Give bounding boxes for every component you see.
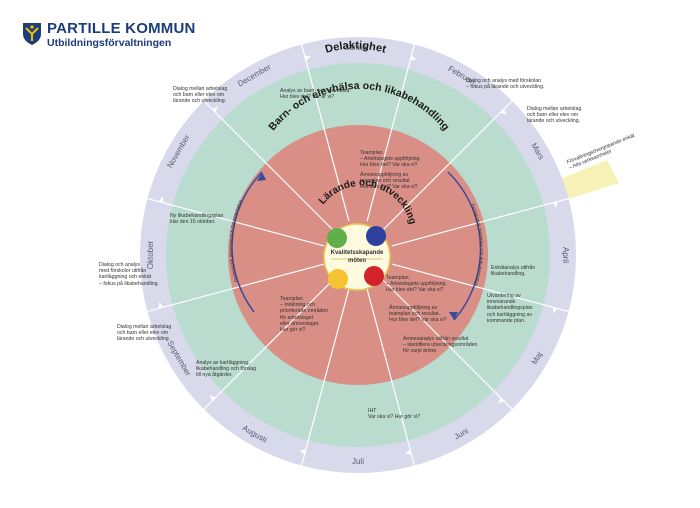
month-divider [203, 279, 334, 410]
month-divider [366, 288, 416, 466]
annotation-team4: Teamplan. – Arbetslagets uppföljning. Hu… [386, 275, 447, 294]
month-divider [391, 197, 569, 247]
annotation-team3: Teamplan. – Inriktning och prioriterade … [280, 296, 329, 334]
month-divider [203, 100, 334, 231]
month-dividers [147, 44, 569, 466]
month-divider [300, 288, 350, 466]
annotation-maj: Ämnesanalys utifrån resultat – identifie… [403, 336, 478, 355]
month-tick [500, 108, 507, 115]
annotation-dec: Dialog mellan arbetslag och barn eller e… [173, 86, 228, 105]
month-tick [552, 201, 558, 208]
annotation-team5: Ämnesuppföljning av teamplan och resulta… [389, 305, 447, 324]
annotation-jan-mid: Analys av barn- och elevhälsa Hur blev d… [280, 88, 350, 101]
annotation-feb1: Dialog och analys med förskolan – fokus … [466, 78, 545, 91]
month-tick [498, 397, 505, 404]
month-label: April [561, 247, 570, 263]
month-tick [304, 55, 311, 61]
annotation-sep: Dialog mellan arbetslag och barn eller e… [117, 324, 172, 343]
annotation-nov: Ny likabehandlingsplan klar den 15 oktob… [170, 213, 224, 226]
month-divider [391, 263, 569, 313]
month-tick [405, 449, 412, 455]
department-name: Utbildningsförvaltningen [47, 37, 172, 49]
month-tick [299, 449, 306, 455]
bubble-blue [366, 226, 386, 246]
cycle-arc-right [447, 171, 482, 321]
annotation-okt: Dialog och analys med förskolor utifrån … [99, 262, 159, 287]
month-tick [552, 307, 558, 314]
annotation-aug: Analys av kartläggning, likabehandling o… [196, 360, 256, 379]
month-divider [300, 44, 350, 222]
annotation-apr2: Utvärdering av innevarande likabehandlin… [487, 293, 533, 324]
municipal-crest-icon [23, 23, 41, 45]
month-tick [410, 55, 417, 61]
brand-header: PARTILLE KOMMUN Utbildningsförvaltningen [22, 20, 202, 60]
month-tick [209, 395, 216, 402]
cycle-arc-left [231, 171, 263, 313]
month-tick [211, 106, 218, 113]
bubble-yellow [328, 269, 348, 289]
month-label: Oktober [146, 240, 155, 269]
month-tick [158, 196, 164, 203]
outer-ring-title: Delaktighet [324, 39, 388, 55]
annotation-team1: Teamplan. – Arbetslagets uppföljning. Hu… [360, 150, 421, 169]
org-name: PARTILLE KOMMUN [47, 20, 196, 37]
month-tick [158, 302, 164, 309]
cycle-arrow-right [449, 312, 458, 320]
annotation-apr1: Enkätanalys utifrån likabehandling. [491, 265, 536, 278]
bubble-green [327, 228, 347, 248]
month-label: Januari [345, 43, 371, 52]
month-divider [382, 279, 513, 410]
month-divider [147, 263, 325, 313]
annotation-jun: IHT Var ska vi? Hur gör vi? [368, 408, 421, 421]
bubble-red [364, 266, 384, 286]
cycle-arrow-left [257, 172, 266, 181]
month-divider [382, 100, 513, 231]
month-divider [366, 44, 416, 222]
month-divider [147, 197, 325, 247]
month-label: Juli [352, 457, 364, 466]
annotation-team2: Ämnesuppföljning av teamplan och resulta… [360, 172, 418, 191]
annotation-feb2: Dialog mellan arbetslag och barn eller e… [527, 106, 582, 125]
